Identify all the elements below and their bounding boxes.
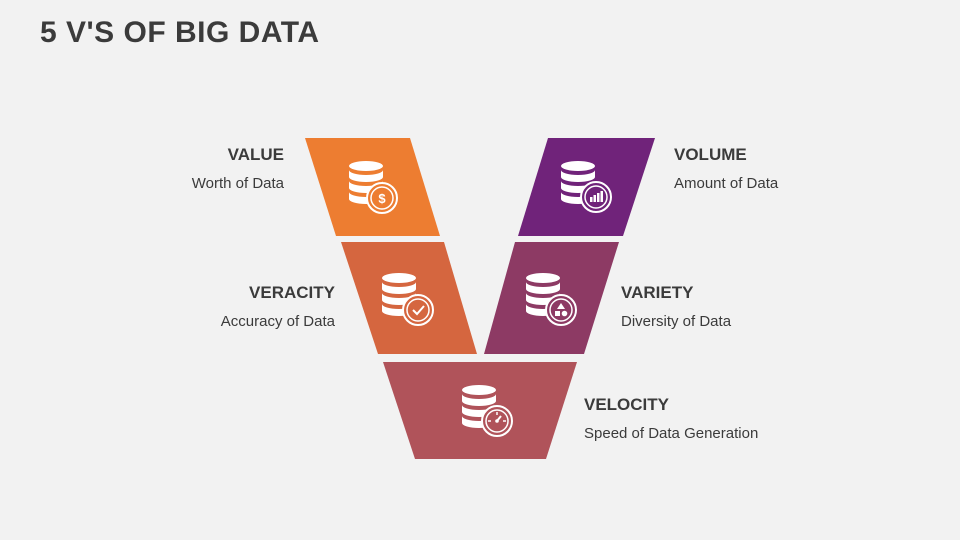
value-name: VALUE xyxy=(227,145,284,164)
page-title: 5 V'S OF BIG DATA xyxy=(40,16,320,49)
variety-desc: Diversity of Data xyxy=(621,313,732,330)
variety-segment xyxy=(484,242,619,354)
value-segment: $ xyxy=(305,138,440,236)
dollar-icon: $ xyxy=(366,182,398,214)
shapes-icon xyxy=(545,294,577,326)
volume-name: VOLUME xyxy=(674,145,747,164)
checkmark-icon xyxy=(402,294,434,326)
velocity-segment xyxy=(383,362,577,459)
variety-name: VARIETY xyxy=(621,283,694,302)
speedometer-icon xyxy=(481,405,513,437)
volume-desc: Amount of Data xyxy=(674,175,779,192)
svg-text:$: $ xyxy=(378,191,386,206)
value-desc: Worth of Data xyxy=(191,175,284,192)
velocity-name: VELOCITY xyxy=(584,395,670,414)
volume-segment xyxy=(518,138,655,236)
veracity-desc: Accuracy of Data xyxy=(220,313,335,330)
veracity-name: VERACITY xyxy=(249,283,335,302)
veracity-label: VERACITY Accuracy of Data xyxy=(221,283,335,330)
veracity-segment xyxy=(341,242,477,354)
velocity-label: VELOCITY Speed of Data Generation xyxy=(584,395,758,442)
variety-label: VARIETY Diversity of Data xyxy=(621,283,731,330)
value-label: VALUE Worth of Data xyxy=(192,145,284,192)
bar-chart-icon xyxy=(580,181,612,213)
velocity-desc: Speed of Data Generation xyxy=(584,425,759,442)
volume-label: VOLUME Amount of Data xyxy=(674,145,778,192)
